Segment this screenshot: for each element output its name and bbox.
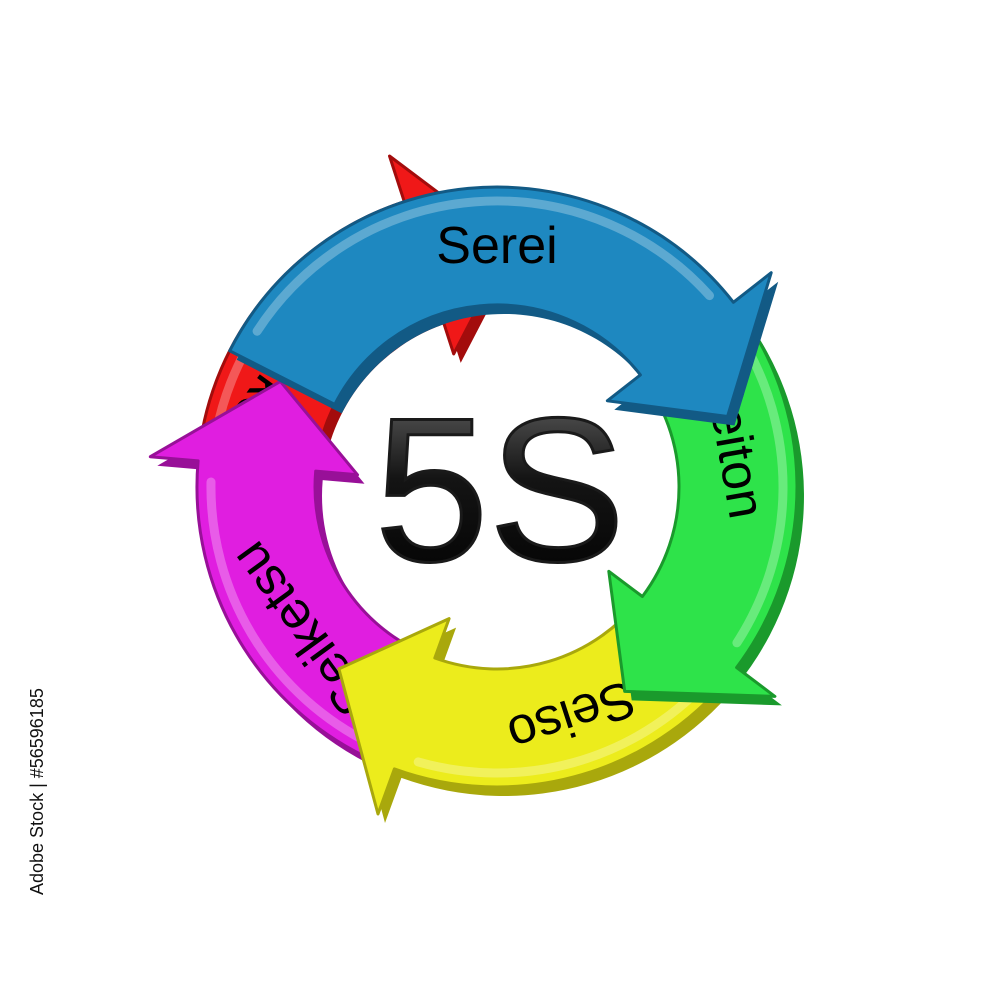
center-title: 5S — [375, 376, 626, 605]
arrow-highlight — [732, 330, 788, 648]
arrow-body — [607, 300, 799, 698]
arrow-seiton: Seiton — [607, 300, 804, 706]
arrow-label-serei: Serei — [436, 217, 557, 275]
arrow-serei: Serei — [228, 185, 779, 426]
arrow-highlight — [206, 477, 377, 749]
arrow-highlight — [413, 677, 711, 778]
arrow-body — [228, 185, 773, 418]
arrow-highlight — [252, 196, 714, 336]
stock-id-text: Adobe Stock | #56596185 — [27, 688, 47, 895]
cycle-arrows: ShitsukeSeiketsuSeisoSeitonSerei — [148, 154, 804, 823]
